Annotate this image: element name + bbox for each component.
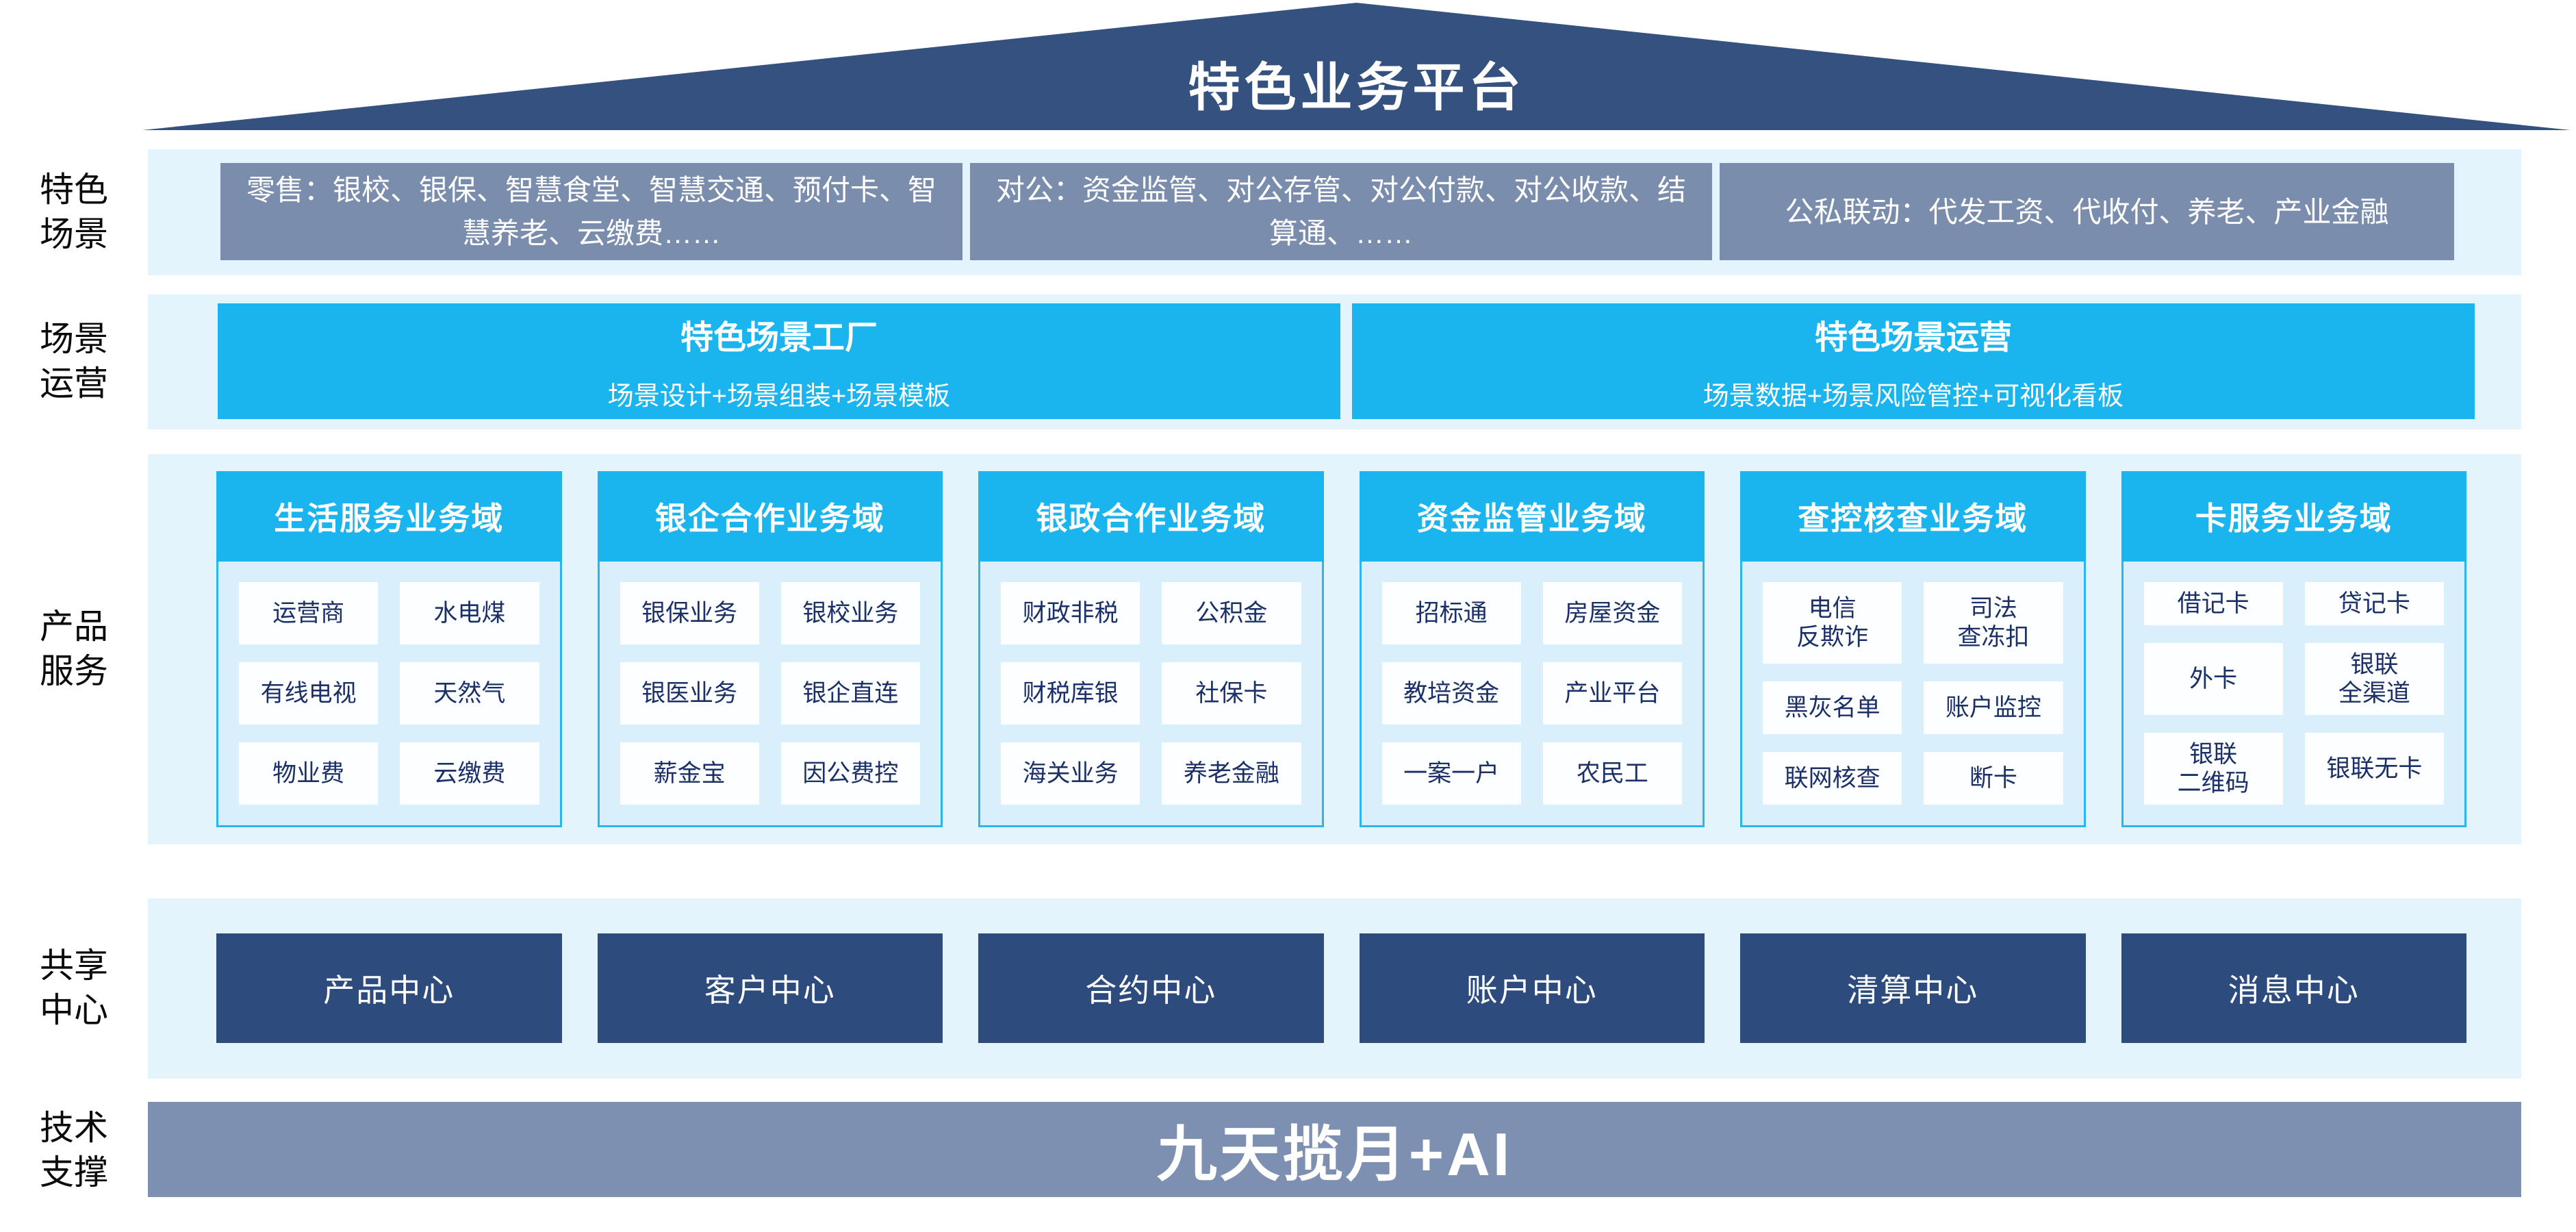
product-cell: 因公费控: [780, 742, 920, 805]
center-box-message: 消息中心: [2121, 933, 2466, 1043]
column-header: 卡服务业务域: [2121, 471, 2466, 562]
scene-box-corporate: 对公：资金监管、对公存管、对公付款、对公收款、结算通、……: [970, 163, 1712, 260]
product-cell: 一案一户: [1381, 742, 1521, 805]
operation-box-subtitle: 场景数据+场景风险管控+可视化看板: [1703, 382, 2124, 411]
column-header: 资金监管业务域: [1359, 471, 1705, 562]
shared-band: 产品中心 客户中心 合约中心 账户中心 清算中心 消息中心: [148, 898, 2521, 1079]
product-cell: 银保业务: [620, 582, 759, 644]
roof-banner: 特色业务平台: [142, 3, 2571, 130]
product-column-check-verification: 查控核查业务域 电信 反欺诈 司法 查冻扣 黑灰名单 账户监控 联网核查 断卡: [1740, 471, 2086, 827]
product-cell: 海关业务: [1001, 742, 1140, 805]
operation-box-subtitle: 场景设计+场景组装+场景模板: [607, 382, 951, 411]
column-header: 查控核查业务域: [1740, 471, 2086, 562]
product-column-life-service: 生活服务业务域 运营商 水电煤 有线电视 天然气 物业费 云缴费: [216, 471, 562, 827]
product-cell: 社保卡: [1162, 662, 1301, 725]
product-cell: 银企直连: [780, 662, 920, 725]
product-columns: 生活服务业务域 运营商 水电煤 有线电视 天然气 物业费 云缴费 银企合作业务域…: [216, 471, 2466, 827]
scene-box-public-private: 公私联动：代发工资、代收付、养老、产业金融: [1720, 163, 2454, 260]
product-cell: 司法 查冻扣: [1924, 582, 2063, 664]
product-cell: 云缴费: [400, 742, 539, 805]
product-band: 生活服务业务域 运营商 水电煤 有线电视 天然气 物业费 云缴费 银企合作业务域…: [148, 454, 2521, 844]
product-column-card-service: 卡服务业务域 借记卡 贷记卡 外卡 银联 全渠道 银联 二维码 银联无卡: [2121, 471, 2466, 827]
product-cell: 有线电视: [239, 662, 379, 725]
column-body: 电信 反欺诈 司法 查冻扣 黑灰名单 账户监控 联网核查 断卡: [1742, 562, 2084, 825]
scene-box-retail: 零售：银校、银保、智慧食堂、智慧交通、预付卡、智慧养老、云缴费……: [220, 163, 962, 260]
product-cell: 银医业务: [620, 662, 759, 725]
product-cell: 联网核查: [1763, 752, 1902, 805]
product-cell: 天然气: [400, 662, 539, 725]
column-body: 财政非税 公积金 财税库银 社保卡 海关业务 养老金融: [980, 562, 1322, 825]
product-cell: 电信 反欺诈: [1763, 582, 1902, 664]
side-label-operation: 场景 运营: [40, 320, 108, 403]
side-label-product: 产品 服务: [40, 607, 108, 690]
product-cell: 公积金: [1162, 582, 1301, 644]
scene-band: 零售：银校、银保、智慧食堂、智慧交通、预付卡、智慧养老、云缴费…… 对公：资金监…: [148, 149, 2521, 275]
operation-band: 特色场景工厂 场景设计+场景组装+场景模板 特色场景运营 场景数据+场景风险管控…: [148, 294, 2521, 429]
shared-centers: 产品中心 客户中心 合约中心 账户中心 清算中心 消息中心: [216, 933, 2466, 1043]
center-box-customer: 客户中心: [597, 933, 943, 1043]
product-cell: 银校业务: [780, 582, 920, 644]
center-box-account: 账户中心: [1359, 933, 1705, 1043]
column-header: 银政合作业务域: [978, 471, 1324, 562]
center-box-contract: 合约中心: [978, 933, 1324, 1043]
product-cell: 财政非税: [1001, 582, 1140, 644]
product-cell: 物业费: [239, 742, 379, 805]
product-cell: 产业平台: [1542, 662, 1682, 725]
product-cell: 银联 全渠道: [2304, 643, 2444, 715]
product-column-bank-government: 银政合作业务域 财政非税 公积金 财税库银 社保卡 海关业务 养老金融: [978, 471, 1324, 827]
column-body: 银保业务 银校业务 银医业务 银企直连 薪金宝 因公费控: [600, 562, 941, 825]
product-cell: 水电煤: [400, 582, 539, 644]
operation-box-scene-operation: 特色场景运营 场景数据+场景风险管控+可视化看板: [1352, 303, 2475, 419]
product-cell: 运营商: [239, 582, 379, 644]
tech-support-bar: 九天揽月+AI: [148, 1102, 2521, 1197]
product-cell: 养老金融: [1162, 742, 1301, 805]
operation-box-title: 特色场景工厂: [680, 320, 878, 356]
column-body: 招标通 房屋资金 教培资金 产业平台 一案一户 农民工: [1362, 562, 1703, 825]
center-box-clearing: 清算中心: [1740, 933, 2086, 1043]
product-cell: 薪金宝: [620, 742, 759, 805]
product-cell: 外卡: [2143, 643, 2283, 715]
product-cell: 教培资金: [1381, 662, 1521, 725]
product-cell: 招标通: [1381, 582, 1521, 644]
product-cell: 借记卡: [2143, 582, 2283, 625]
product-column-bank-enterprise: 银企合作业务域 银保业务 银校业务 银医业务 银企直连 薪金宝 因公费控: [597, 471, 943, 827]
center-box-product: 产品中心: [216, 933, 562, 1043]
column-body: 借记卡 贷记卡 外卡 银联 全渠道 银联 二维码 银联无卡: [2124, 562, 2465, 825]
product-cell: 黑灰名单: [1763, 681, 1902, 734]
side-label-tech: 技术 支撑: [40, 1109, 108, 1192]
operation-box-scene-factory: 特色场景工厂 场景设计+场景组装+场景模板: [218, 303, 1340, 419]
product-cell: 账户监控: [1924, 681, 2063, 734]
product-cell: 农民工: [1542, 742, 1682, 805]
column-header: 银企合作业务域: [597, 471, 943, 562]
product-cell: 贷记卡: [2304, 582, 2444, 625]
product-cell: 银联无卡: [2304, 733, 2444, 805]
side-label-scene: 特色 场景: [40, 171, 108, 253]
product-cell: 断卡: [1924, 752, 2063, 805]
side-label-shared: 共享 中心: [40, 946, 108, 1029]
column-header: 生活服务业务域: [216, 471, 562, 562]
platform-title: 特色业务平台: [1188, 59, 1525, 117]
product-cell: 银联 二维码: [2143, 733, 2283, 805]
column-body: 运营商 水电煤 有线电视 天然气 物业费 云缴费: [218, 562, 560, 825]
product-cell: 房屋资金: [1542, 582, 1682, 644]
operation-box-title: 特色场景运营: [1814, 320, 2012, 356]
product-cell: 财税库银: [1001, 662, 1140, 725]
product-column-fund-supervision: 资金监管业务域 招标通 房屋资金 教培资金 产业平台 一案一户 农民工: [1359, 471, 1705, 827]
